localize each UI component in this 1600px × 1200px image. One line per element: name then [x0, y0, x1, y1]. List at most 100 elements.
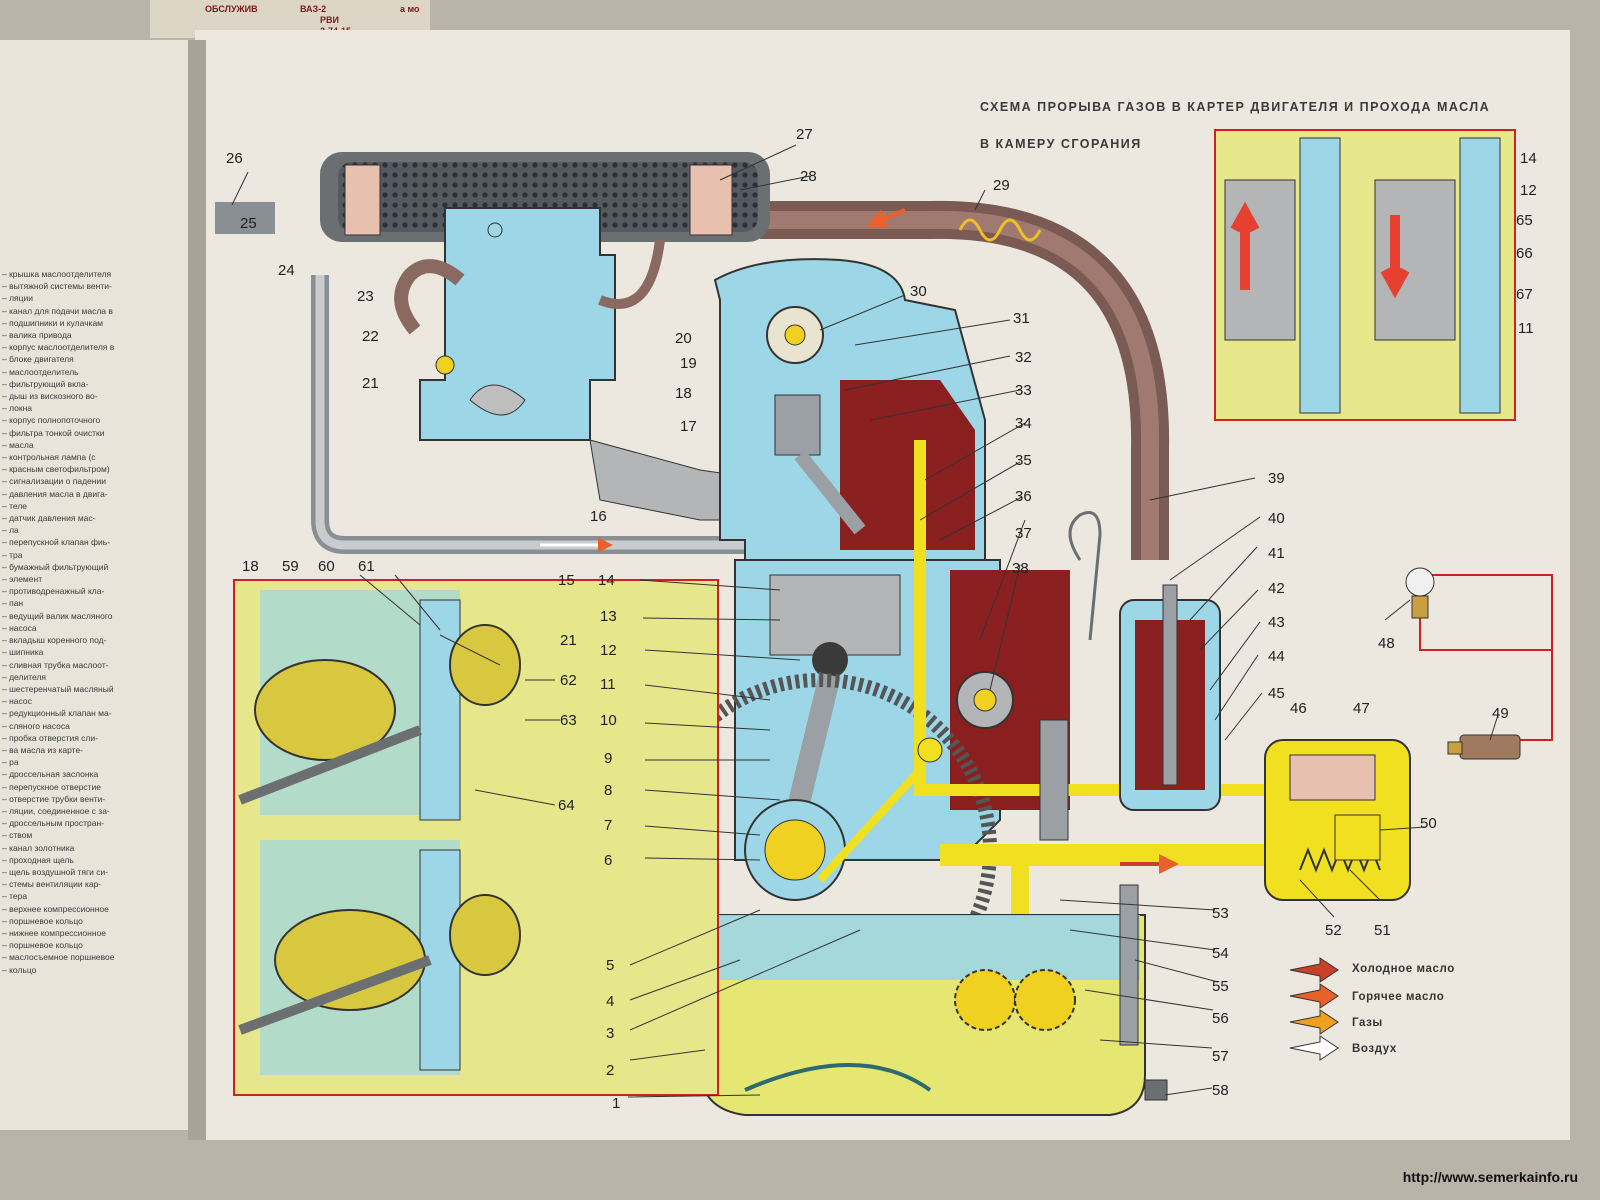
throttle-valve-21 [435, 355, 455, 375]
legend-line: – вытяжной системы венти- [2, 281, 112, 292]
legend-line: – делителя [2, 671, 47, 682]
callout-59: 59 [282, 558, 299, 575]
callout-65: 65 [1516, 212, 1533, 229]
legend-line: – датчик давления мас- [2, 513, 96, 524]
callout-20: 20 [675, 330, 692, 347]
callout-40: 40 [1268, 510, 1285, 527]
callout-15: 15 [558, 572, 575, 589]
legend-line: – крышка маслоотделителя [2, 269, 112, 279]
legend-line: – ляции, соединенное с за- [2, 805, 110, 816]
legend-line: – верхнее компрессионное [2, 903, 109, 914]
strip-text-3: РВИ [320, 15, 339, 25]
legend-line: – сигнализации о падении [2, 476, 106, 487]
legend-line: – корпус полнопоточного [2, 415, 101, 426]
callout-63: 63 [560, 712, 577, 729]
gas-spiral-29 [958, 218, 1042, 242]
key-label-hot-oil: Горячее масло [1352, 991, 1445, 1003]
callout-64: 64 [558, 797, 575, 814]
callout-27: 27 [796, 126, 813, 143]
key-label-cold-oil: Холодное масло [1352, 963, 1455, 975]
viscous-filter-element [338, 162, 758, 232]
source-watermark: http://www.semerkainfo.ru [1402, 1169, 1578, 1185]
legend-line: – тра [2, 549, 23, 560]
callout-51: 51 [1374, 922, 1391, 939]
strip-text-1: ОБСЛУЖИВ [205, 4, 258, 14]
callout-49: 49 [1492, 705, 1509, 722]
piston-up-arrow [1230, 201, 1260, 290]
callout-48: 48 [1378, 635, 1395, 652]
piston-pin-13 [812, 642, 848, 678]
legend-line: – поршневое кольцо [2, 940, 83, 951]
crank-oil-duct [817, 767, 923, 883]
callout-14: 14 [598, 572, 615, 589]
arrow-cold-oil-icon [1289, 957, 1339, 983]
arrow-gas-icon [1289, 1009, 1339, 1035]
parts-legend: – крышка маслоотделителя – вытяжной систе… [2, 268, 182, 976]
valve-spring-17 [774, 394, 821, 456]
legend-line: – пробка отверстия сли- [2, 732, 98, 743]
arrow-air-icon [1289, 1035, 1339, 1061]
oil-intake-strainer [744, 1063, 932, 1092]
legend-line: – сляного насоса [2, 720, 70, 731]
callout-55: 55 [1212, 978, 1229, 995]
legend-line: – корпус маслоотделителя в [2, 342, 115, 353]
legend-line: – канал для подачи масла в [2, 305, 113, 316]
callout-53: 53 [1212, 905, 1229, 922]
callout-58: 58 [1212, 1082, 1229, 1099]
legend-line: – масла [2, 439, 34, 450]
legend-line: – насос [2, 696, 32, 707]
callout-32: 32 [1015, 349, 1032, 366]
callout-13: 13 [600, 608, 617, 625]
callout-50: 50 [1420, 815, 1437, 832]
callout-52: 52 [1325, 922, 1342, 939]
legend-line: – ва масла из карте- [2, 744, 84, 755]
legend-line: – ра [2, 757, 19, 768]
legend-line: – шипника [2, 647, 44, 658]
callout-5: 5 [606, 957, 615, 974]
legend-line: – редукционный клапан ма- [2, 708, 112, 719]
callout-30: 30 [910, 283, 927, 300]
callout-41: 41 [1268, 545, 1285, 562]
legend-line: – дроссельным простран- [2, 818, 105, 829]
callout-17: 17 [680, 418, 697, 435]
callout-36: 36 [1015, 488, 1032, 505]
legend-line: – шестеренчатый масляный [2, 683, 114, 694]
tube-22 [394, 259, 465, 335]
legend-line: – ведущий валик масляного [2, 610, 113, 621]
callout-39: 39 [1268, 470, 1285, 487]
callout-35: 35 [1015, 452, 1032, 469]
key-label-air: Воздух [1352, 1043, 1397, 1055]
callout-61: 61 [358, 558, 375, 575]
callout-8: 8 [604, 782, 613, 799]
legend-line: – локна [2, 403, 33, 414]
callout-26: 26 [226, 150, 243, 167]
strip-text-2: ВАЗ-2 [300, 4, 327, 14]
callout-4: 4 [606, 993, 615, 1010]
piston-down-arrow [1380, 215, 1410, 299]
separator-stud [1162, 584, 1178, 786]
oil-pump-gear-left [954, 969, 1016, 1031]
legend-line: – фильтра тонкой очистки [2, 427, 105, 438]
legend-line: – перепускной клапан фиь- [2, 537, 111, 548]
callout-11: 11 [600, 676, 616, 693]
drain-plug-58 [1144, 1079, 1168, 1101]
callout-45: 45 [1268, 685, 1285, 702]
page-title-line2: В КАМЕРУ СГОРАНИЯ [980, 137, 1142, 151]
pump-drive-shaft [1039, 719, 1069, 841]
flow-key-arrows [1289, 957, 1339, 1061]
callout-42: 42 [1268, 580, 1285, 597]
lamp-wiring [1419, 574, 1553, 741]
callout-43: 43 [1268, 614, 1285, 631]
callout-21: 21 [362, 375, 379, 392]
legend-line: – подшипники и кулачкам [2, 317, 104, 328]
callout-37: 37 [1015, 525, 1032, 542]
callout-18: 18 [675, 385, 692, 402]
callout-67: 67 [1516, 286, 1533, 303]
legend-line: – элемент [2, 574, 43, 585]
callout-2: 2 [606, 1062, 615, 1079]
callout-44: 44 [1268, 648, 1285, 665]
callout-54: 54 [1212, 945, 1229, 962]
inset-throttle-shaft-upper [238, 725, 422, 805]
gas-flow-arrow [866, 208, 906, 228]
